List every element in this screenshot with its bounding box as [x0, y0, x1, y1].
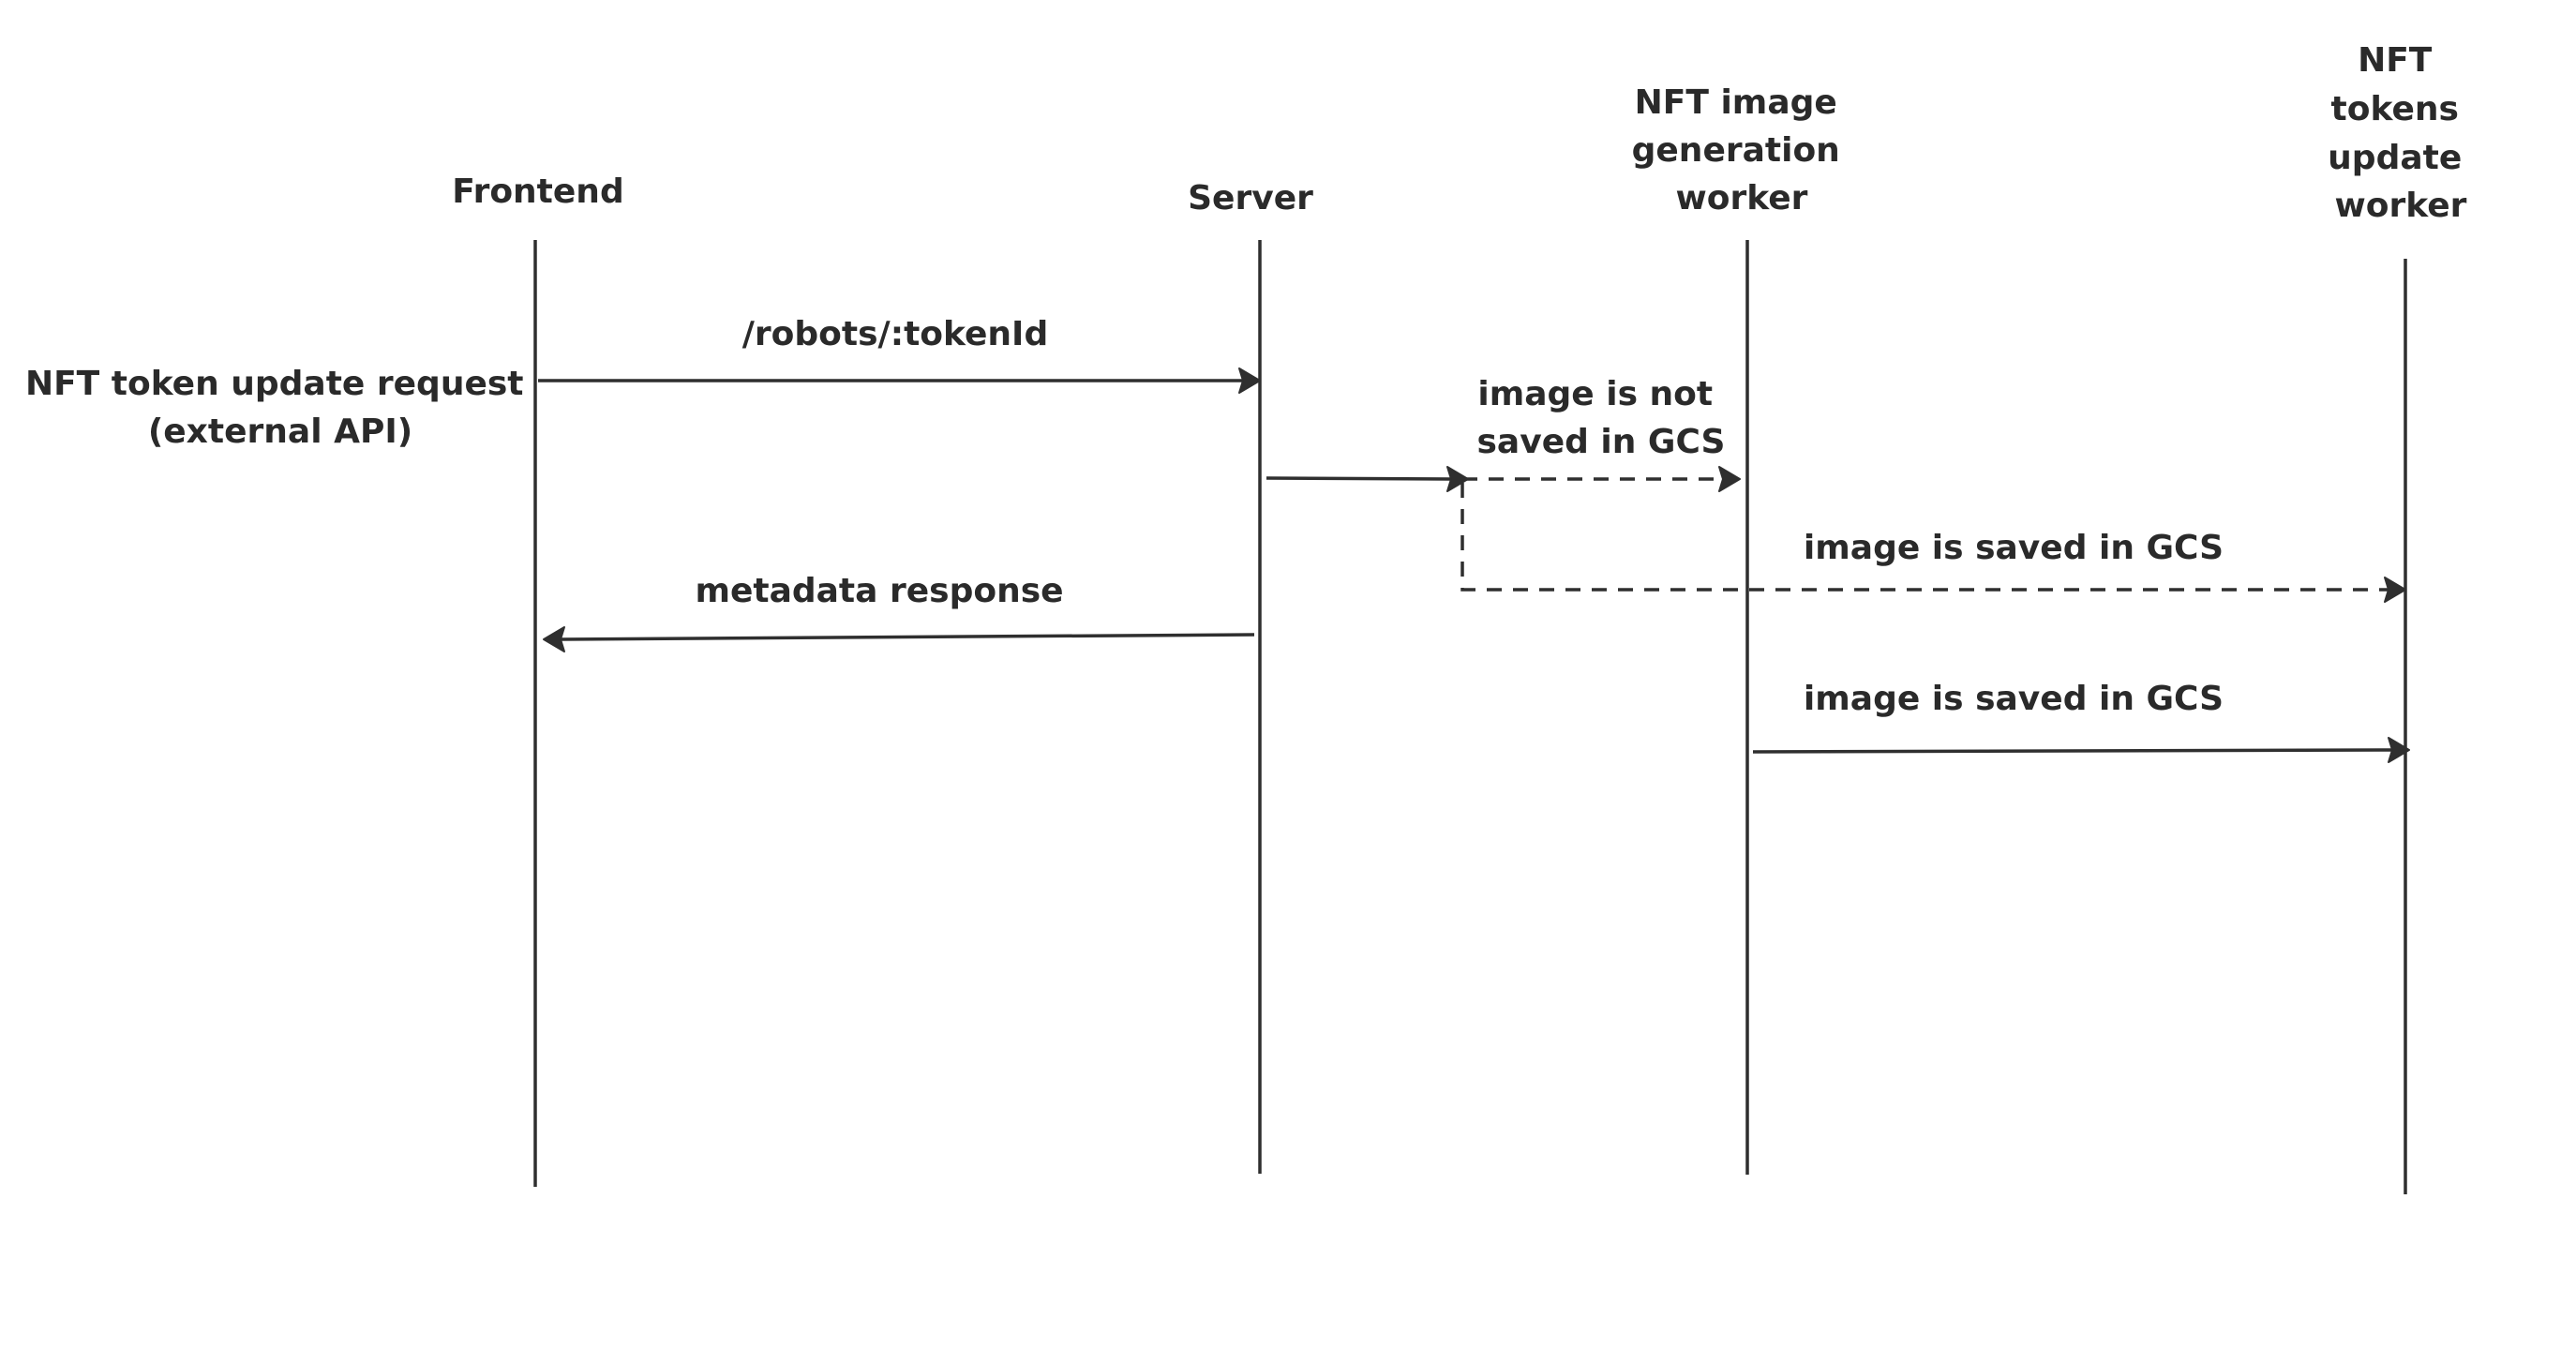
external-request-line-2: (external API): [148, 412, 412, 451]
message-server-to-branch-arrowhead: [1446, 466, 1469, 492]
message-image-saved-from-worker-arrow: [1752, 748, 2393, 754]
message-image-saved-from-server-label: image is saved in GCS: [1804, 529, 2224, 567]
participant-image-worker-line-3: worker: [1676, 179, 1808, 217]
message-metadata-response-label: metadata response: [695, 572, 1063, 610]
message-image-not-saved-label: image is not saved in GCS: [1477, 375, 1726, 461]
message-image-saved-from-server-arrowhead: [2384, 577, 2406, 603]
message-get-robot-label: /robots/:tokenId: [742, 315, 1048, 353]
message-server-to-branch-arrow: [1266, 476, 1452, 481]
message-image-not-saved-line-2: saved in GCS: [1477, 423, 1726, 461]
message-get-robot-arrowhead: [1238, 367, 1261, 394]
message-image-saved-from-worker-label: image is saved in GCS: [1804, 680, 2224, 718]
participant-tokens-worker-line-4: worker: [2335, 187, 2467, 225]
participant-tokens-worker-line-2: tokens: [2331, 90, 2459, 128]
participant-frontend-label: Frontend: [452, 172, 623, 211]
participant-tokens-worker-line-3: update: [2328, 139, 2462, 177]
message-image-not-saved-arrowhead: [1718, 466, 1741, 492]
participant-tokens-worker-line-1: NFT: [2358, 41, 2433, 80]
participant-image-worker-label: NFT image generation worker: [1632, 83, 1852, 217]
external-request-line-1: NFT token update request: [25, 365, 524, 403]
message-metadata-response-arrowhead: [543, 626, 565, 652]
external-request-label: NFT token update request (external API): [25, 365, 535, 451]
participant-image-worker-line-2: generation: [1632, 131, 1840, 170]
message-image-saved-from-server-arrow: [1460, 483, 2389, 592]
message-image-saved-from-worker-arrowhead: [2388, 737, 2410, 763]
participant-image-worker-line-1: NFT image: [1635, 83, 1837, 122]
message-image-not-saved-line-1: image is not: [1477, 375, 1713, 413]
participant-server-label: Server: [1188, 179, 1313, 217]
message-metadata-response-arrow: [560, 633, 1255, 641]
participant-tokens-worker-label: NFT tokens update worker: [2328, 41, 2474, 225]
